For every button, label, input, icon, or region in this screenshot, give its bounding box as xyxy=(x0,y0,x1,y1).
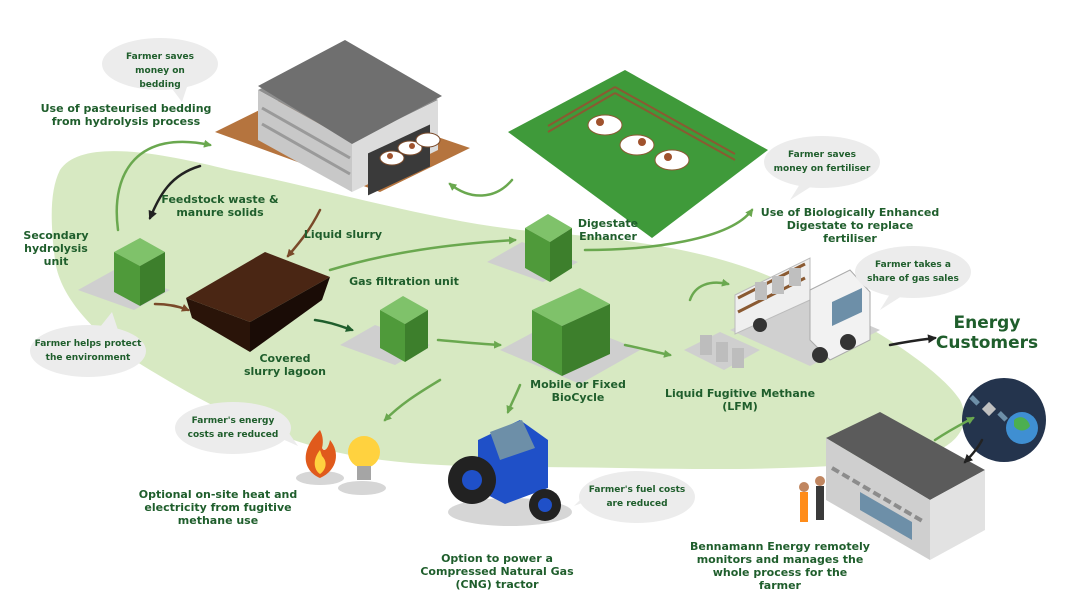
biocycle-icon xyxy=(500,288,640,384)
bubble-fuel-costs: Farmer's fuel costs are reduced xyxy=(588,485,686,509)
flame-icon xyxy=(296,430,344,485)
truck-icon xyxy=(730,257,880,366)
flow-arrows xyxy=(115,139,984,464)
cow-icon xyxy=(379,132,441,166)
bubble-gas-sales: Farmer takes a share of gas sales xyxy=(867,260,959,284)
satellite-icon xyxy=(969,395,1008,422)
bubble-bedding: Farmer saves money on bedding xyxy=(126,52,194,90)
bubble-fertiliser: Farmer saves money on fertiliser xyxy=(773,150,871,174)
energy-customers-label: Energy Customers xyxy=(935,313,1039,353)
gas-filtration-label: Gas filtration unit xyxy=(349,275,459,288)
lightbulb-icon xyxy=(338,436,386,495)
tractor-icon xyxy=(448,420,572,526)
barn-icon xyxy=(215,40,470,196)
liquid-slurry-label: Liquid slurry xyxy=(303,228,383,241)
gas-cylinders-icon xyxy=(684,332,760,370)
field-background xyxy=(51,151,965,470)
people-icon xyxy=(799,476,825,522)
heat-label: Optional on-site heat and electricity fr… xyxy=(138,488,298,527)
bubble-environment: Farmer helps protect the environment xyxy=(34,339,142,363)
lfm-label: Liquid Fugitive Methane (LFM) xyxy=(664,387,816,413)
biocycle-label: Mobile or Fixed BioCycle xyxy=(530,378,626,404)
digestate-fertiliser-label: Use of Biologically Enhanced Digestate t… xyxy=(760,206,940,245)
slurry-lagoon-icon xyxy=(186,252,330,352)
gas-filtration-icon xyxy=(340,296,430,365)
office-building-icon xyxy=(826,412,985,560)
bubble-shapes xyxy=(30,38,971,523)
bennamann-label: Bennamann Energy remotely monitors and m… xyxy=(690,540,870,592)
secondary-hydrolysis-label: Secondary hydrolysis unit xyxy=(23,229,89,268)
bedding-label: Use of pasteurised bedding from hydrolys… xyxy=(40,102,212,128)
secondary-hydrolysis-unit-icon xyxy=(78,238,170,310)
digestate-enhancer-icon xyxy=(487,214,578,282)
lagoon-label: Covered slurry lagoon xyxy=(243,352,326,378)
bubble-energy-costs: Farmer's energy costs are reduced xyxy=(187,416,279,440)
tractor-label: Option to power a Compressed Natural Gas… xyxy=(420,552,574,591)
fence-icon xyxy=(547,86,736,161)
feedstock-label: Feedstock waste & manure solids xyxy=(161,193,279,219)
cow-icon xyxy=(587,114,690,171)
satellite-globe-icon xyxy=(962,378,1046,462)
digestate-enhancer-label: Digestate Enhancer xyxy=(577,217,639,243)
